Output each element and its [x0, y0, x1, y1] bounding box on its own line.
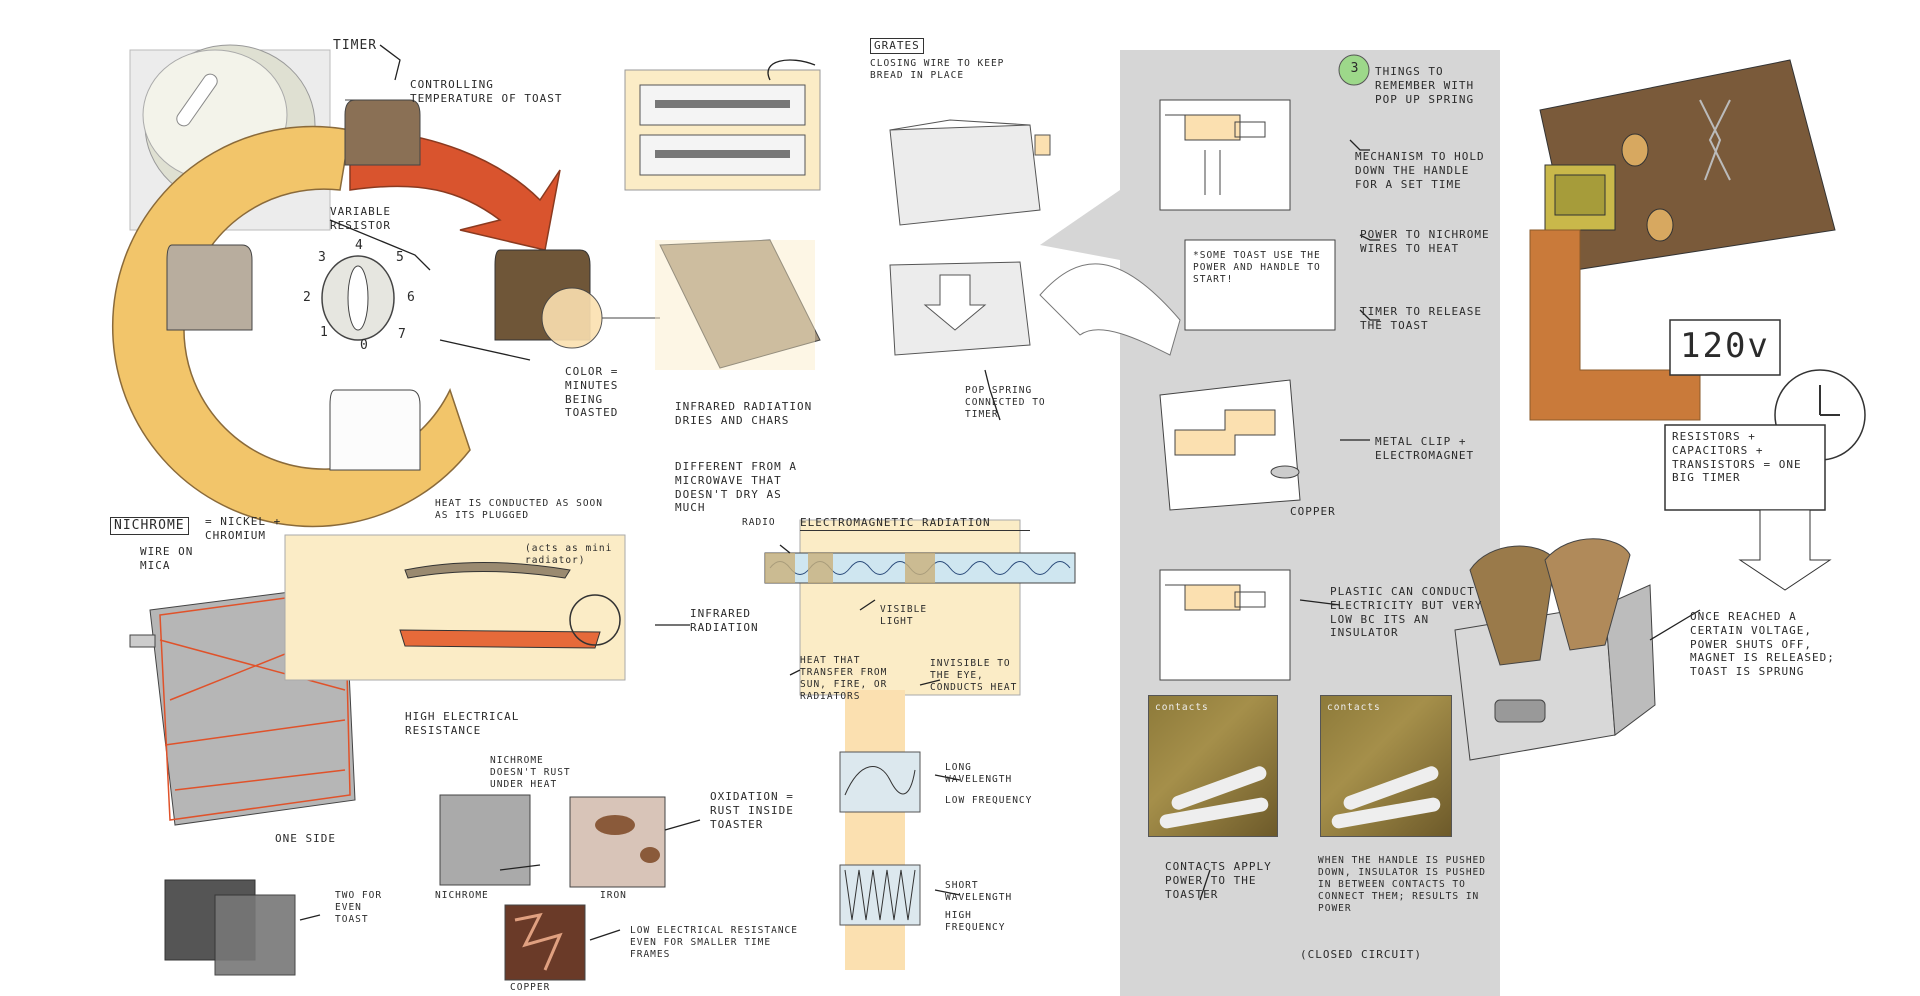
- color-note: Color = minutes being toasted: [565, 365, 619, 420]
- invisible-note: Invisible to the eye, conducts heat: [930, 658, 1018, 693]
- controlling-note: Controlling temperature of toast: [410, 78, 563, 105]
- copper-label: Copper: [1290, 505, 1336, 518]
- things-number: 3: [1350, 61, 1360, 76]
- low-res-note: Low electrical resistance even for small…: [630, 925, 798, 960]
- dial-num-5: 5: [396, 250, 405, 265]
- heat-panel: [284, 534, 626, 681]
- nichrome-title: Nichrome: [110, 517, 189, 536]
- infrared-different: Different from a microwave that doesn't …: [675, 460, 797, 515]
- grates-note: Closing wire to keep bread in place: [870, 58, 1005, 81]
- nichrome-rust-note: Nichrome doesn't rust under heat: [490, 755, 571, 790]
- contacts-photo-1: contacts: [1148, 695, 1278, 837]
- dial-num-4: 4: [355, 238, 364, 253]
- thing-item-1: Mechanism to hold down the handle for a …: [1355, 150, 1485, 191]
- nichrome-swatch-label: Nichrome: [435, 890, 489, 901]
- nichrome-def: = Nickel + chromium: [205, 515, 282, 542]
- high-res-label: High electrical resistance: [405, 710, 520, 737]
- toast-light: [329, 389, 421, 471]
- copper-swatch-label: Copper: [510, 982, 551, 993]
- em-title: Electromagnetic radiation: [800, 516, 1030, 531]
- short-wavelength-label: Short wavelength: [945, 880, 1013, 903]
- wave-stack: [845, 690, 905, 970]
- closed-circuit-note: (Closed circuit): [1300, 948, 1422, 961]
- long-wavelength-label: Long wavelength: [945, 762, 1013, 785]
- nichrome-swatch: [439, 794, 531, 886]
- plastic-note: Plastic can conduct electricity but very…: [1330, 585, 1483, 640]
- toast-medium: [166, 244, 253, 331]
- voltage-box: [1669, 319, 1781, 376]
- grates-title: Grates: [870, 38, 924, 54]
- hand: [1039, 263, 1181, 356]
- low-frequency-label: Low frequency: [945, 795, 1033, 806]
- mica-swatch-2: [214, 894, 296, 976]
- contacts-photo-2: contacts: [1320, 695, 1452, 837]
- radio-label: Radio: [742, 517, 776, 528]
- heat-conducted-note: Heat is conducted as soon as its plugged: [435, 498, 603, 521]
- since-note: Once reached a certain voltage, power sh…: [1690, 610, 1835, 678]
- dial-num-1: 1: [320, 325, 329, 340]
- visible-light-label: Visible light: [880, 604, 928, 627]
- one-side-label: One side: [275, 832, 336, 845]
- em-panel: [799, 519, 1021, 696]
- timer-title: Timer: [333, 38, 378, 53]
- two-for-label: Two for even toast: [335, 890, 383, 925]
- infrared-dries: Infrared radiation dries and chars: [675, 400, 813, 427]
- down-arrow: [1738, 509, 1832, 591]
- toast-texture: [659, 239, 821, 369]
- heat-transfer-note: Heat that transfer from sun, fire, or ra…: [800, 655, 888, 702]
- short-wave-box: [839, 864, 921, 926]
- contacts-left-note: Contacts apply power to the toaster: [1165, 860, 1272, 901]
- variable-resistor-label: Variable resistor: [330, 205, 391, 232]
- dial-num-0: 0: [360, 338, 369, 353]
- photo-label-2: contacts: [1327, 702, 1381, 713]
- infrared-label: Infrared radiation: [690, 607, 759, 634]
- dial-num-6: 6: [407, 290, 416, 305]
- oxidation-note: Oxidation = rust inside toaster: [710, 790, 794, 831]
- resistors-box: [1664, 424, 1826, 511]
- toaster-box-up: [889, 124, 1041, 226]
- dial-num-7: 7: [398, 327, 407, 342]
- iron-label: Iron: [600, 890, 627, 901]
- panel-pointer: [1040, 190, 1120, 260]
- voltage-label: 120v: [1680, 326, 1770, 366]
- things-title: Things to remember with pop up spring: [1375, 65, 1475, 106]
- photo-label: contacts: [1155, 702, 1209, 713]
- toast-note: *Some toast use the power and handle to …: [1193, 250, 1321, 285]
- toast-note-box: [1184, 239, 1336, 331]
- high-frequency-label: High frequency: [945, 910, 1006, 933]
- contacts-right-note: When the handle is pushed down, insulato…: [1318, 855, 1486, 914]
- thing-item-2: Power to nichrome wires to heat: [1360, 228, 1490, 255]
- iron-swatch: [569, 796, 666, 888]
- long-wave-box: [839, 751, 921, 813]
- mini-radiator-note: (acts as mini radiator): [525, 543, 613, 566]
- number-circle: [1338, 54, 1370, 86]
- dial-num-3: 3: [318, 250, 327, 265]
- toast-dark: [344, 99, 421, 166]
- thing-item-3: Timer to release the toast: [1360, 305, 1482, 332]
- resistors-note: Resistors + capacitors + transistors = o…: [1672, 430, 1802, 485]
- dial-num-2: 2: [303, 290, 312, 305]
- metal-clip-label: Metal clip + electromagnet: [1375, 435, 1475, 462]
- pop-spring-note: Pop spring connected to timer: [965, 385, 1046, 420]
- nichrome-wire: Wire on mica: [140, 545, 194, 572]
